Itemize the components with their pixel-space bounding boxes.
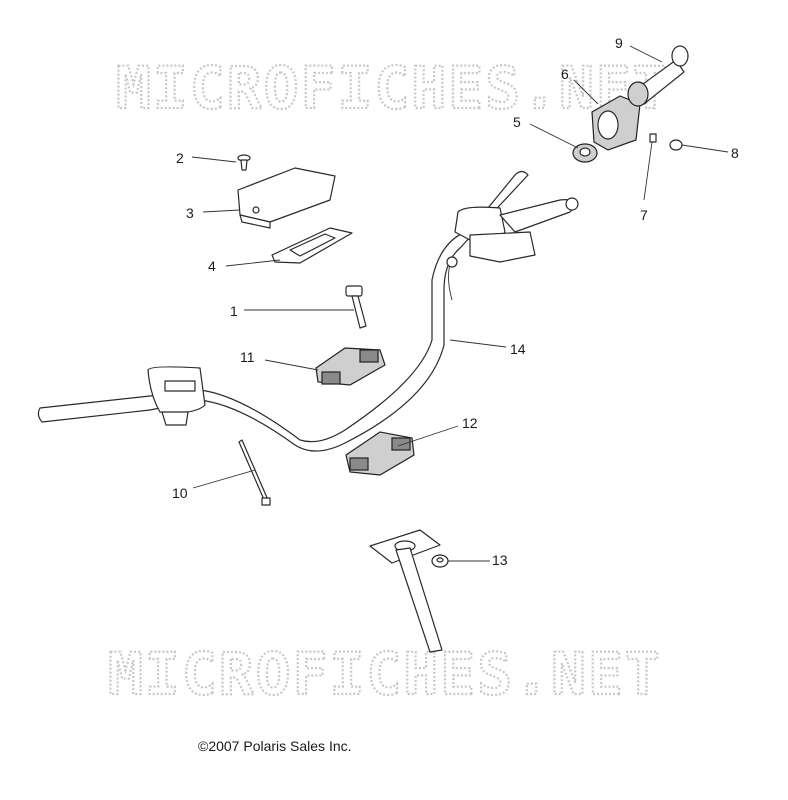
nut-part-13	[431, 554, 449, 568]
washer-part-5	[572, 143, 598, 163]
leader-lines	[191, 45, 729, 562]
callout-3: 3	[186, 205, 194, 221]
callout-9: 9	[615, 35, 623, 51]
callouts: 1 2 3 4 5 6 7 8 9 10 11 12 13 14	[172, 35, 739, 568]
callout-12: 12	[462, 415, 478, 431]
callout-5: 5	[513, 114, 521, 130]
long-bolt-part-10	[238, 439, 271, 506]
callout-7: 7	[640, 207, 648, 223]
throttle-housing-part-6	[591, 95, 641, 151]
steering-post	[369, 529, 443, 653]
plate-part-4	[271, 227, 353, 264]
callout-11: 11	[240, 349, 255, 365]
clamp-lower-part-12	[345, 431, 415, 476]
clamp-upper-part-11	[315, 347, 386, 386]
callout-8: 8	[731, 145, 739, 161]
watermark-bottom: MICROFICHES.NET	[108, 640, 662, 708]
callout-13: 13	[492, 552, 508, 568]
callout-6: 6	[561, 66, 569, 82]
screw-part-2	[237, 154, 251, 171]
callout-2: 2	[176, 150, 184, 166]
grip-part-9	[627, 45, 689, 107]
callout-14: 14	[510, 341, 526, 357]
copyright-notice: ©2007 Polaris Sales Inc.	[198, 738, 352, 754]
cover-part-3	[237, 167, 336, 229]
callout-1: 1	[230, 303, 238, 319]
plug-part-8	[669, 139, 683, 151]
callout-4: 4	[208, 258, 216, 274]
callout-10: 10	[172, 485, 188, 501]
handlebar-part-14	[37, 170, 579, 452]
bolt-part-1	[345, 285, 367, 329]
watermark-top: MICROFICHES.NET	[116, 54, 670, 122]
set-screw-part-7	[649, 133, 657, 143]
